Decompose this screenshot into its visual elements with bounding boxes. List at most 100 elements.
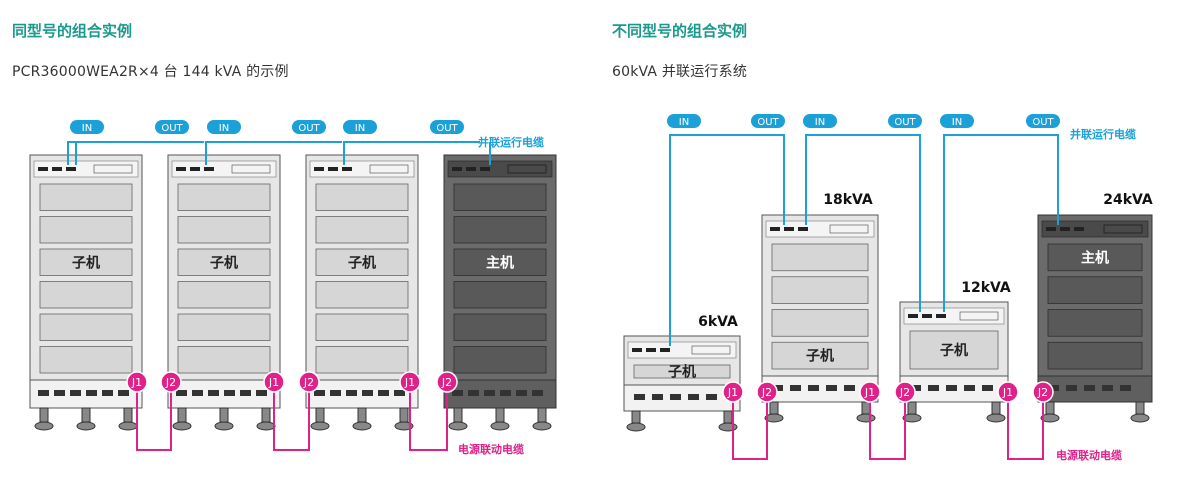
right-foot — [1130, 413, 1150, 423]
left-base-port — [378, 390, 389, 396]
left-base-port — [208, 390, 219, 396]
left-foot — [214, 421, 234, 431]
right-j2-connector-2 — [1032, 381, 1054, 403]
left-panel — [177, 346, 271, 374]
left-unit-label-2: 子机 — [348, 254, 376, 271]
left-out-port-5 — [430, 120, 464, 134]
right-panel — [1047, 341, 1143, 370]
right-unit-capacity-0: 6kVA — [698, 314, 738, 330]
left-foot — [490, 421, 510, 431]
left-panel — [453, 183, 547, 211]
left-unit-label-0: 子机 — [72, 254, 100, 271]
left-panel — [453, 313, 547, 341]
right-base-port — [652, 394, 663, 400]
right-panel — [771, 276, 869, 304]
left-base-port — [394, 390, 405, 396]
right-j1-connector-1 — [859, 381, 881, 403]
left-base-port — [468, 390, 479, 396]
left-foot — [256, 421, 276, 431]
left-j1-connector-2 — [399, 371, 421, 393]
right-base-port — [1120, 385, 1131, 391]
right-in-port-4-text: IN — [952, 117, 962, 128]
left-parallel-cable-segment — [205, 141, 342, 165]
left-out-port-1 — [155, 120, 189, 134]
right-base-port — [634, 394, 645, 400]
left-unit-label-3: 主机 — [486, 254, 514, 271]
left-connector-port — [314, 167, 324, 171]
right-out-port-5 — [1026, 114, 1060, 128]
left-j2-connector-2 — [436, 371, 458, 393]
left-terminal-block — [231, 164, 271, 174]
right-cabinet-top-strip-0 — [627, 341, 737, 359]
left-j2-connector-0 — [160, 371, 182, 393]
left-power-cable-loop-0 — [136, 390, 172, 451]
right-j2-connector-1-text: J2 — [899, 386, 910, 399]
left-foot — [352, 421, 372, 431]
right-panel — [909, 330, 999, 370]
left-panel — [453, 248, 547, 276]
left-base-port — [362, 390, 373, 396]
left-panel — [453, 281, 547, 309]
right-out-port-3 — [888, 114, 922, 128]
left-caster — [399, 407, 409, 423]
left-j1-connector-2-text: J1 — [404, 376, 415, 389]
right-connector-port — [908, 314, 918, 318]
left-foot — [34, 421, 54, 431]
left-j2-connector-1 — [298, 371, 320, 393]
right-power-cable-loop-1 — [869, 400, 906, 460]
right-j2-connector-1 — [894, 381, 916, 403]
left-panel — [453, 216, 547, 244]
left-caster — [357, 407, 367, 423]
right-panel — [1047, 309, 1143, 337]
left-base-port — [330, 390, 341, 396]
left-panel — [315, 346, 409, 374]
left-terminal-block — [369, 164, 409, 174]
right-unit-label-0: 子机 — [668, 364, 696, 381]
left-foot — [118, 421, 138, 431]
right-out-port-3-text: OUT — [894, 117, 916, 128]
left-panel — [177, 313, 271, 341]
right-section-title: 不同型号的组合实例 — [612, 22, 748, 40]
left-base-port — [54, 390, 65, 396]
right-base-port — [808, 385, 819, 391]
left-connector-port — [328, 167, 338, 171]
right-j1-connector-0-text: J1 — [727, 386, 738, 399]
left-base-port — [256, 390, 267, 396]
left-power-cable-label: 电源联动电缆 — [458, 442, 524, 456]
right-caster — [1135, 401, 1145, 415]
left-terminal-block — [507, 164, 547, 174]
left-connector-port — [452, 167, 462, 171]
right-in-port-2-text: IN — [815, 117, 825, 128]
left-base-port — [452, 390, 463, 396]
right-caster — [723, 410, 733, 424]
left-base-port — [532, 390, 543, 396]
left-connector-port — [38, 167, 48, 171]
right-base-port — [910, 385, 921, 391]
left-base-port — [314, 390, 325, 396]
right-in-port-0 — [667, 114, 701, 128]
left-in-port-0-text: IN — [82, 123, 92, 134]
left-in-port-4-text: IN — [355, 123, 365, 134]
left-panel — [177, 248, 271, 276]
right-base-port — [1084, 385, 1095, 391]
right-unit-label-1: 子机 — [806, 348, 834, 365]
left-section-title: 同型号的组合实例 — [12, 22, 133, 40]
right-caster — [991, 401, 1001, 415]
left-out-port-3-text: OUT — [298, 123, 320, 134]
right-connector-port — [936, 314, 946, 318]
left-parallel-cable-first — [75, 141, 180, 165]
right-connector-port — [1046, 227, 1056, 231]
left-foot — [310, 421, 330, 431]
right-base-port — [1102, 385, 1113, 391]
left-foot — [448, 421, 468, 431]
left-caster — [453, 407, 463, 423]
left-caster — [81, 407, 91, 423]
left-out-port-1-text: OUT — [161, 123, 183, 134]
right-parallel-cable-2 — [805, 134, 921, 312]
right-connector-port — [646, 348, 656, 352]
left-cabinet-top-strip-0 — [33, 160, 139, 178]
left-connector-port — [204, 167, 214, 171]
left-in-port-4 — [343, 120, 377, 134]
right-j2-connector-0 — [756, 381, 778, 403]
left-base-port — [70, 390, 81, 396]
